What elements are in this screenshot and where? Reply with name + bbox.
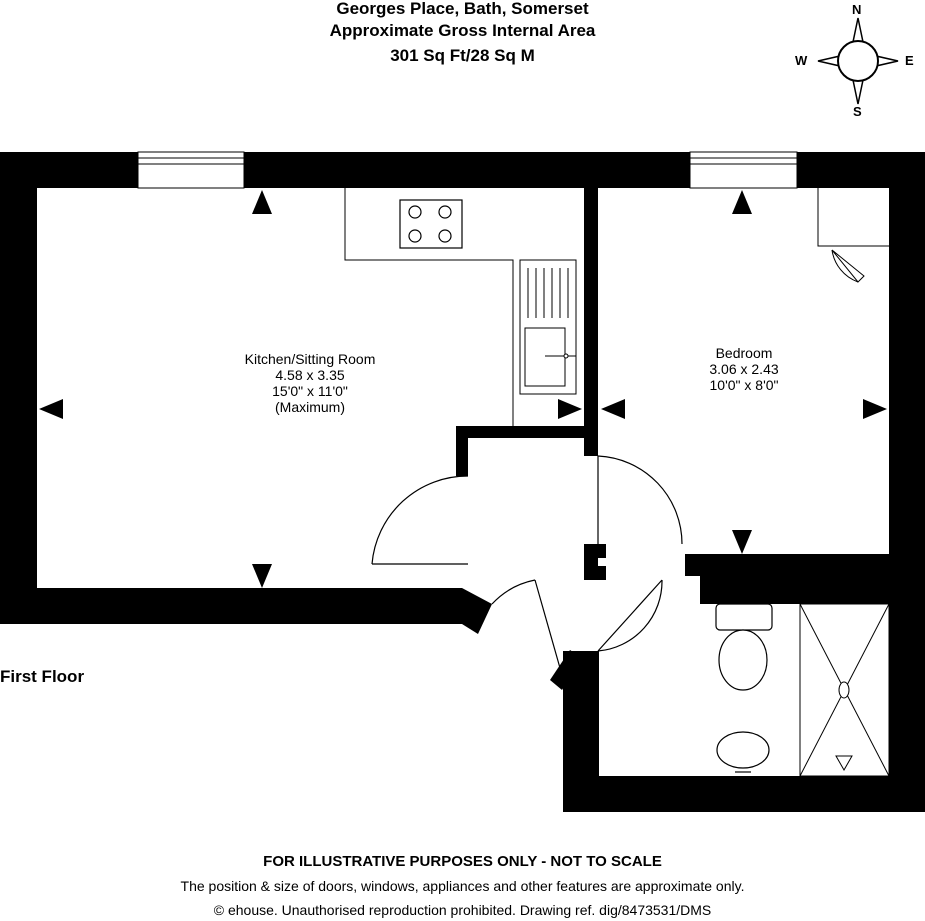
walls — [0, 152, 925, 812]
area-title: Approximate Gross Internal Area — [329, 21, 596, 40]
room-name: Kitchen/Sitting Room — [244, 351, 376, 367]
property-address: Georges Place, Bath, Somerset — [336, 0, 589, 18]
room-imperial-size: 10'0" x 8'0" — [709, 377, 779, 393]
cupboard — [817, 188, 889, 283]
shower-icon — [799, 603, 890, 777]
door — [371, 455, 683, 669]
compass-west-label: W — [795, 53, 808, 68]
room-label-kitchen: Kitchen/Sitting Room 4.58 x 3.35 15'0" x… — [210, 351, 410, 415]
room-label-bedroom: Bedroom 3.06 x 2.43 10'0" x 8'0" — [664, 345, 824, 393]
window — [137, 151, 245, 189]
toilet-icon — [715, 603, 773, 691]
kitchen-worktop — [344, 188, 514, 426]
room-imperial-size: 15'0" x 11'0" — [272, 383, 348, 399]
hob-icon — [399, 199, 463, 249]
compass-north-label: N — [852, 2, 862, 17]
window — [689, 151, 798, 189]
compass-east-label: E — [905, 53, 914, 68]
measurement-arrow — [39, 190, 887, 588]
sink-icon — [519, 259, 577, 395]
compass-rose-icon — [817, 17, 899, 105]
copyright-line: © ehouse. Unauthorised reproduction proh… — [213, 902, 712, 918]
basin-icon — [716, 731, 770, 773]
room-metric-size: 3.06 x 2.43 — [709, 361, 779, 377]
approximation-note: The position & size of doors, windows, a… — [180, 878, 745, 894]
room-metric-size: 4.58 x 3.35 — [275, 367, 345, 383]
compass-south-label: S — [853, 104, 862, 119]
room-name: Bedroom — [715, 345, 773, 361]
area-value: 301 Sq Ft/28 Sq M — [390, 46, 535, 65]
disclaimer: FOR ILLUSTRATIVE PURPOSES ONLY - NOT TO … — [263, 853, 662, 870]
floor-label: First Floor — [0, 667, 85, 686]
room-size-note: (Maximum) — [275, 399, 345, 415]
